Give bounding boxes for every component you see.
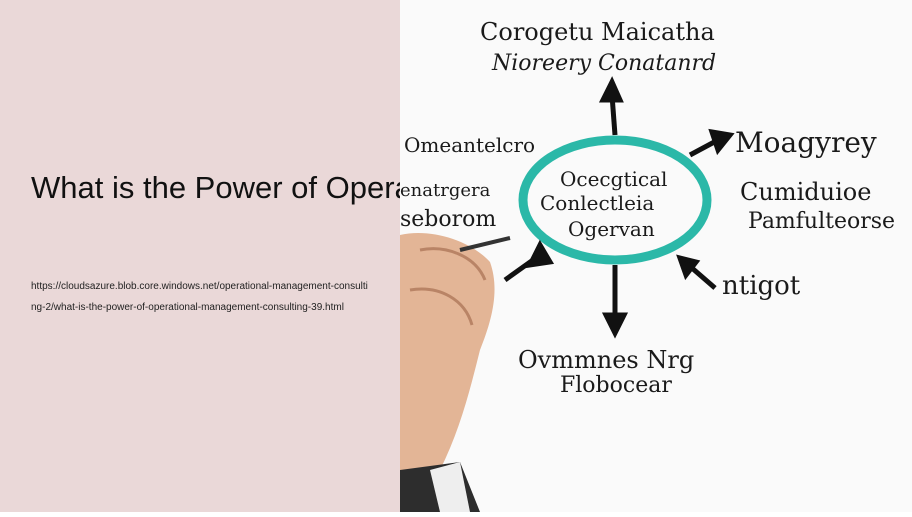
center-label-2: Conlectleia [540, 191, 654, 215]
text-panel: What is the Power of Operational Managem… [0, 0, 848, 512]
center-label-1: Ocecgtical [560, 167, 667, 191]
page-title: What is the Power of Operational Managem… [31, 170, 848, 205]
bottom-label-2: Flobocear [560, 373, 672, 398]
left-mid-label-1: enatrgera [400, 180, 491, 201]
arrows [503, 76, 735, 339]
left-top-label: Omeantelcro [404, 133, 535, 157]
bottom-label-1: Ovmmnes Nrg [518, 346, 694, 374]
article-url[interactable]: https://cloudsazure.blob.core.windows.ne… [31, 281, 368, 313]
right-mid-label-2: Pamfulteorse [748, 209, 895, 234]
hand-icon [400, 233, 511, 512]
right-mid-label-1: Cumiduioe [740, 178, 871, 206]
center-label-3: Ogervan [568, 217, 655, 241]
consulting-diagram-image: Corogetu Maicatha Nioreery Conatanrd Moa… [400, 0, 912, 512]
center-circle [518, 135, 712, 265]
svg-text:Corogetu Maicatha: Corogetu Maicatha [480, 18, 715, 46]
svg-text:Nioreery Conatanrd: Nioreery Conatanrd [491, 51, 716, 76]
right-bottom-label: ntigot [722, 271, 801, 301]
top-label: Corogetu Maicatha Nioreery Conatanrd [480, 18, 716, 76]
left-mid-label-2: seborom [400, 207, 496, 232]
right-top-label: Moagyrey [735, 126, 877, 159]
